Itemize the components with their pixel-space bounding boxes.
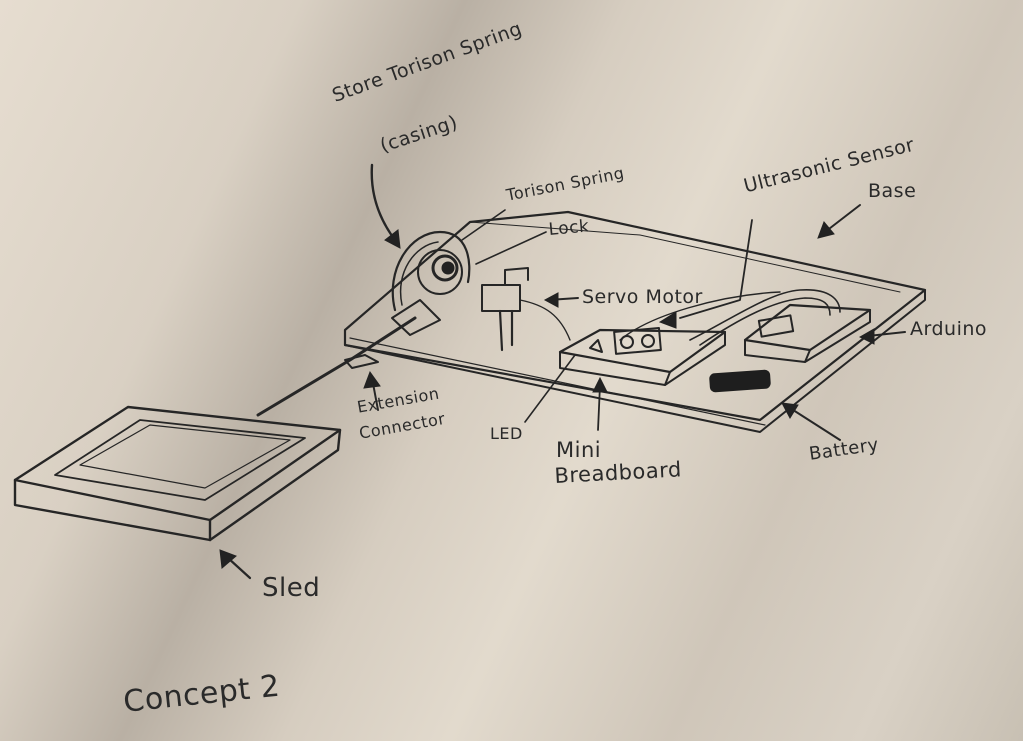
label-led: LED (490, 424, 523, 443)
label-base: Base (868, 180, 917, 202)
base-board (343, 210, 927, 433)
wires (619, 289, 841, 346)
label-sled: Sled (262, 573, 321, 603)
mini-breadboard (558, 327, 727, 386)
arduino (743, 303, 872, 363)
sled (13, 405, 342, 542)
label-arduino: Arduino (910, 318, 988, 340)
battery (709, 369, 771, 393)
torsion-spring-casing (391, 230, 471, 336)
label-lock: Lock (547, 216, 591, 240)
servo-motor (481, 267, 571, 352)
label-mini: Mini (556, 438, 602, 462)
annotation-arrows (219, 163, 906, 580)
label-servo-motor: Servo Motor (582, 286, 703, 308)
extension-connector (256, 316, 417, 417)
